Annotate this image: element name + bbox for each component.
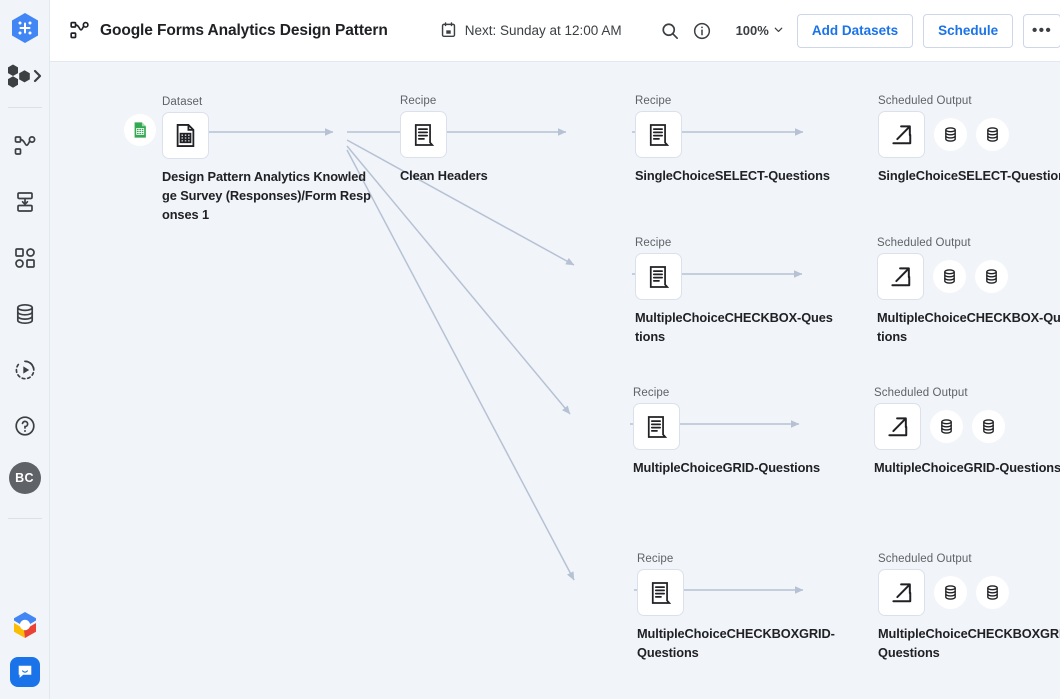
publish-icon[interactable] [877, 253, 924, 300]
node-row [400, 111, 550, 158]
schedule-text: Next: Sunday at 12:00 AM [464, 23, 622, 38]
calendar-icon [440, 21, 457, 41]
node-label[interactable]: MultipleChoiceCHECKBOX-Questions [877, 310, 1060, 344]
node-kind-label: Recipe [635, 237, 672, 249]
schedule-button[interactable]: Schedule [923, 13, 1014, 48]
zoom-level-value: 100% [735, 23, 769, 38]
node-recipe-singlechoice-select[interactable]: Recipe SingleChoiceSELECT-Questions [635, 95, 845, 185]
node-row [878, 569, 1060, 616]
node-row [877, 253, 1060, 300]
node-label[interactable]: MultipleChoiceCHECKBOX-Questions [635, 310, 833, 344]
avatar[interactable]: BC [8, 462, 41, 494]
node-label[interactable]: SingleChoiceSELECT-Questions [635, 168, 830, 183]
recipe-icon[interactable] [635, 253, 682, 300]
node-kind-label: Scheduled Output [878, 95, 972, 107]
node-row [162, 112, 372, 159]
node-recipe-multiplechoice-grid[interactable]: Recipe MultipleChoiceGRID-Questions [633, 387, 833, 477]
sidebar-item-flows[interactable] [5, 126, 45, 166]
node-recipe-multiplechoice-checkbox[interactable]: Recipe MultipleChoiceCHECKBOX-Questions [635, 237, 835, 346]
recipe-icon[interactable] [400, 111, 447, 158]
database-icon[interactable] [972, 410, 1005, 443]
node-recipe-multiplechoice-checkboxgrid[interactable]: Recipe MultipleChoiceCHECKBOXGRID-Questi… [637, 553, 842, 662]
sidebar-item-job-history[interactable] [5, 350, 45, 390]
node-label[interactable]: MultipleChoiceGRID-Questions [874, 460, 1060, 475]
node-recipe-clean-headers[interactable]: Recipe Clean Headers [400, 95, 550, 185]
project-switcher[interactable] [3, 61, 47, 91]
node-output-multiplechoice-grid[interactable]: Scheduled Output [874, 387, 1060, 477]
node-row [637, 569, 842, 616]
more-options-button[interactable]: ••• [1023, 13, 1060, 48]
recipe-icon[interactable] [633, 403, 680, 450]
sidebar-item-help[interactable] [5, 406, 45, 446]
database-icon[interactable] [934, 576, 967, 609]
node-kind-label: Scheduled Output [877, 237, 971, 249]
sidebar-item-connections[interactable] [5, 294, 45, 334]
flow-edges [209, 128, 804, 594]
search-icon[interactable] [654, 15, 686, 47]
node-label[interactable]: MultipleChoiceCHECKBOXGRID-Questions [637, 626, 835, 660]
main-area: Google Forms Analytics Design Pattern Ne… [50, 0, 1060, 699]
info-icon[interactable] [686, 15, 718, 47]
rail-divider-bottom [7, 518, 42, 519]
node-label[interactable]: Clean Headers [400, 168, 488, 183]
node-kind-label: Recipe [635, 95, 672, 107]
recipe-icon[interactable] [637, 569, 684, 616]
left-nav-rail: BC [0, 0, 50, 699]
flow-canvas[interactable]: Dataset Design Pattern Analytics Knowled… [50, 62, 1060, 699]
page-title: Google Forms Analytics Design Pattern [100, 21, 388, 39]
database-icon[interactable] [930, 410, 963, 443]
add-datasets-button[interactable]: Add Datasets [796, 13, 914, 48]
node-label[interactable]: MultipleChoiceGRID-Questions [633, 460, 821, 475]
support-chat-icon[interactable] [9, 657, 40, 687]
publish-icon[interactable] [874, 403, 921, 450]
node-row [878, 111, 1060, 158]
dataset-icon[interactable] [162, 112, 209, 159]
node-output-multiplechoice-checkbox[interactable]: Scheduled Output [877, 237, 1060, 346]
database-icon[interactable] [933, 260, 966, 293]
publish-icon[interactable] [878, 111, 925, 158]
node-row [633, 403, 833, 450]
node-label[interactable]: MultipleChoiceCHECKBOXGRID-Questions [878, 626, 1060, 660]
database-icon[interactable] [975, 260, 1008, 293]
node-label[interactable]: SingleChoiceSELECT-Questions [878, 168, 1060, 183]
chevron-down-icon [772, 23, 785, 39]
node-kind-label: Dataset [162, 96, 203, 108]
header-actions: Add Datasets Schedule ••• [796, 13, 1060, 48]
sidebar-item-plans[interactable] [5, 238, 45, 278]
node-kind-label: Recipe [633, 387, 670, 399]
database-icon[interactable] [976, 118, 1009, 151]
flow-header: Google Forms Analytics Design Pattern Ne… [50, 0, 1060, 62]
sidebar-item-import[interactable] [5, 182, 45, 222]
recipe-icon[interactable] [635, 111, 682, 158]
dataprep-logo-icon[interactable] [8, 11, 42, 45]
publish-icon[interactable] [878, 569, 925, 616]
node-row [635, 111, 845, 158]
node-row [635, 253, 835, 300]
google-cloud-logo-icon[interactable] [7, 607, 43, 643]
node-kind-label: Scheduled Output [878, 553, 972, 565]
database-icon[interactable] [934, 118, 967, 151]
schedule-indicator[interactable]: Next: Sunday at 12:00 AM [440, 21, 622, 41]
node-kind-label: Recipe [637, 553, 674, 565]
database-icon[interactable] [976, 576, 1009, 609]
rail-divider-top [7, 107, 42, 108]
flow-icon [68, 20, 90, 42]
node-dataset-source[interactable]: Dataset Design Pattern Analytics Knowled… [162, 96, 372, 224]
node-kind-label: Recipe [400, 95, 437, 107]
node-output-multiplechoice-checkboxgrid[interactable]: Scheduled Output [878, 553, 1060, 662]
node-kind-label: Scheduled Output [874, 387, 968, 399]
node-row [874, 403, 1060, 450]
zoom-level-control[interactable]: 100% [730, 18, 791, 44]
google-sheets-icon [124, 114, 156, 146]
node-output-singlechoice-select[interactable]: Scheduled Output [878, 95, 1060, 185]
node-label[interactable]: Design Pattern Analytics Knowledge Surve… [162, 169, 371, 222]
